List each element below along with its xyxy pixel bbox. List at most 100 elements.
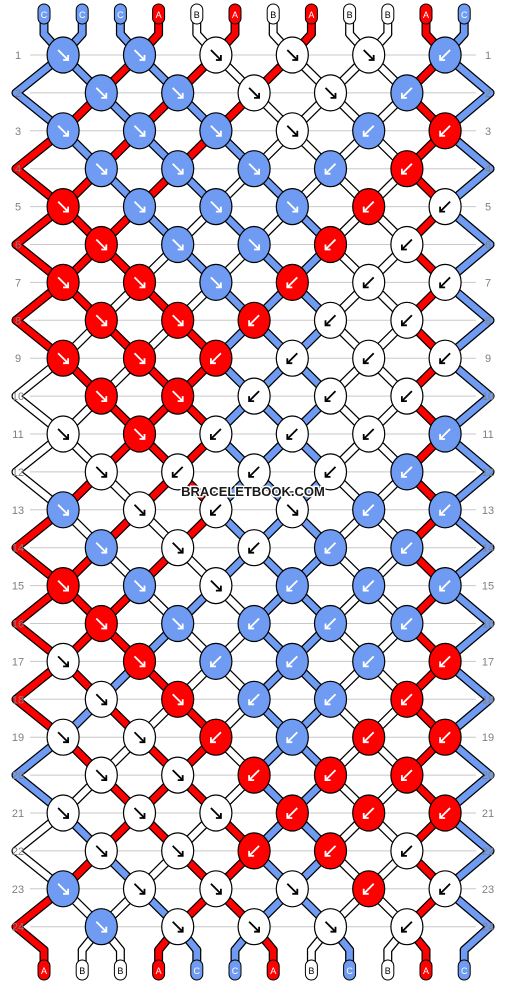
knot: [122, 491, 157, 529]
arrow-down-left-icon: [248, 693, 260, 705]
string-end: [152, 3, 166, 25]
row-number-left: 6: [15, 240, 21, 252]
row-number-right: 3: [485, 126, 491, 138]
arrow-head-icon: [63, 509, 69, 516]
knot: [161, 225, 195, 264]
arrow-down-left-icon: [286, 655, 298, 668]
string-label: A: [304, 3, 318, 25]
string-end: [343, 959, 357, 981]
knot: [352, 718, 386, 756]
arrow-down-right-icon: [286, 200, 298, 213]
arrow-down-right-icon: [133, 200, 146, 213]
knot: [237, 74, 271, 112]
knot: [84, 604, 118, 643]
knot: [237, 150, 271, 188]
knot: [199, 188, 233, 226]
string-label: A: [152, 3, 166, 25]
string-label-text: B: [347, 10, 353, 20]
row-number-left: 12: [12, 467, 24, 479]
arrow-head-icon: [101, 92, 108, 99]
knot: [46, 188, 80, 226]
arrow-down-left-icon: [286, 807, 298, 819]
arrow-head-icon: [324, 775, 331, 781]
arrow-head-icon: [101, 926, 108, 933]
arrow-head-icon: [63, 585, 69, 592]
arrow-down-left-icon: [401, 542, 413, 554]
arrow-head-icon: [362, 813, 369, 819]
string-label-text: A: [270, 966, 276, 976]
row-number-right: 12: [482, 467, 494, 479]
knot: [46, 566, 80, 605]
string-end: [381, 3, 395, 25]
arrow-down-left-icon: [439, 807, 451, 819]
string-label: B: [266, 3, 280, 25]
string-end: [113, 959, 127, 981]
arrow-head-icon: [139, 434, 146, 440]
row-number-left: 16: [12, 619, 24, 631]
arrow-down-right-icon: [133, 352, 146, 364]
knot: [352, 415, 386, 453]
arrow-head-icon: [362, 585, 369, 592]
arrow-head-icon: [248, 623, 255, 630]
string-label-text: C: [79, 10, 86, 20]
arrow-head-icon: [248, 699, 255, 706]
arrow-head-icon: [439, 55, 446, 61]
arrow-head-icon: [292, 55, 299, 61]
arrow-head-icon: [177, 775, 184, 781]
knot: [275, 870, 309, 908]
arrow-head-icon: [215, 206, 222, 213]
row-number-right: 24: [482, 922, 494, 934]
knot: [428, 36, 462, 74]
arrow-down-left-icon: [286, 579, 298, 592]
arrow-down-left-icon: [439, 504, 451, 516]
string-label-text: A: [308, 10, 314, 20]
arrow-head-icon: [177, 547, 184, 554]
arrow-head-icon: [400, 623, 407, 630]
arrow-head-icon: [400, 168, 407, 175]
arrow-head-icon: [324, 244, 331, 251]
arrow-down-right-icon: [133, 655, 146, 668]
arrow-head-icon: [101, 396, 108, 403]
arrow-head-icon: [292, 888, 299, 895]
arrow-head-icon: [324, 471, 331, 478]
knot: [46, 415, 80, 453]
arrow-head-icon: [177, 926, 184, 933]
thread-segment: [460, 923, 494, 954]
arrow-down-right-icon: [363, 49, 375, 61]
arrow-down-right-icon: [172, 87, 184, 99]
string-label-text: B: [270, 10, 276, 20]
string-label-text: A: [423, 966, 429, 976]
knot: [161, 377, 195, 415]
string-label: B: [304, 959, 318, 981]
string-end: [190, 959, 204, 981]
arrow-down-left-icon: [401, 163, 413, 175]
arrow-down-left-icon: [324, 466, 337, 478]
arrow-down-right-icon: [172, 693, 184, 705]
arrow-down-left-icon: [210, 655, 222, 668]
arrow-down-left-icon: [439, 276, 451, 289]
arrow-head-icon: [177, 396, 184, 403]
knot: [352, 36, 386, 74]
row-number-left: 9: [15, 353, 21, 365]
arrow-head-icon: [254, 168, 261, 175]
string-label-text: A: [232, 10, 238, 20]
arrow-head-icon: [209, 509, 216, 516]
knot: [46, 718, 80, 756]
arrow-head-icon: [139, 130, 146, 137]
arrow-head-icon: [324, 623, 331, 630]
string-label: A: [152, 959, 166, 981]
knot: [122, 112, 157, 150]
arrow-head-icon: [362, 206, 369, 213]
arrow-head-icon: [362, 661, 369, 668]
knot: [84, 301, 118, 339]
knot: [428, 642, 462, 681]
knot: [199, 263, 233, 301]
arrow-head-icon: [209, 737, 216, 744]
knot: [352, 112, 386, 150]
arrow-head-icon: [368, 55, 375, 61]
arrow-down-right-icon: [324, 921, 337, 933]
arrow-down-right-icon: [95, 617, 107, 630]
arrow-head-icon: [324, 699, 331, 706]
arrow-head-icon: [400, 775, 407, 781]
row-number-right: 8: [485, 315, 491, 327]
